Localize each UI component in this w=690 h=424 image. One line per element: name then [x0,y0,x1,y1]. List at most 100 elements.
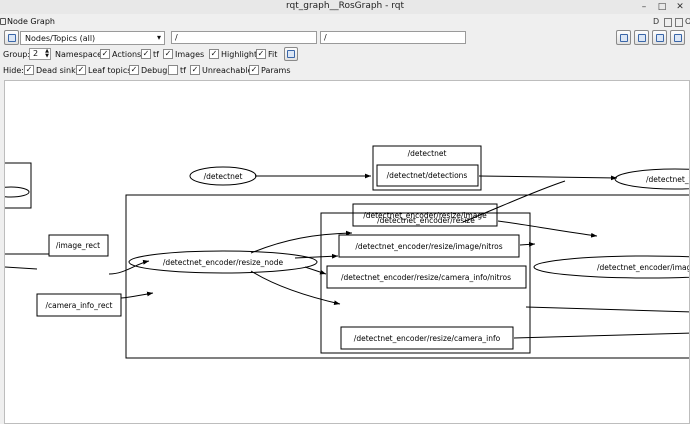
window-title: rqt_graph__RosGraph - rqt [285,1,405,11]
dock-header: Node Graph D O [0,15,690,29]
actions-label: Actions [112,50,142,59]
save-icon [638,34,646,42]
dock-float-icon[interactable] [675,18,683,27]
spin-arrows-icon: ▲▼ [45,48,49,59]
edge-image-to-encoder-image [497,220,598,238]
dead-sinks-checkbox[interactable]: ✓ [24,65,34,75]
namespaces-label: Namespaces [55,50,107,59]
group-value: 2 [33,49,39,58]
options-row: Group: 2 ▲▼ Namespaces ✓ Actions ✓ tf ✓ … [0,47,690,61]
dock-reload-icon[interactable] [664,18,672,27]
minimize-icon[interactable]: – [641,2,647,12]
highlight-checkbox[interactable]: ✓ [209,49,219,59]
node-encoder-image[interactable] [533,255,690,279]
hide-label: Hide: [3,66,24,75]
maximize-icon[interactable]: □ [657,2,667,12]
topic-filter-input[interactable]: / [320,31,466,44]
fit-label: Fit [268,50,278,59]
refresh-button[interactable] [4,30,19,45]
cluster-detectnet-encoder[interactable] [125,194,690,359]
edge-image-to-v [462,180,566,223]
cluster-resize[interactable] [320,212,531,354]
node-left-partial[interactable] [5,186,30,198]
images-checkbox[interactable]: ✓ [163,49,173,59]
tf-group-checkbox[interactable]: ✓ [141,49,151,59]
graph-svg[interactable]: /detectnet /detectnet_encoder/resize /de… [5,81,690,424]
edge-detections-to-v [478,175,618,181]
debug-checkbox[interactable]: ✓ [129,65,139,75]
leaf-topics-checkbox[interactable]: ✓ [76,65,86,75]
edge-image-rect-to-resize-node [108,259,150,275]
graph-canvas[interactable]: /detectnet /detectnet_encoder/resize /de… [4,80,690,424]
node-filter-input[interactable]: / [171,31,317,44]
debug-label: Debug [141,66,168,75]
topic-resize-image-nitros-label: /detectnet_encoder/resize/image/nitros [355,242,502,251]
node-resize-node-label: /detectnet_encoder/resize_node [163,258,284,267]
fit-view-button[interactable] [284,47,298,61]
folder-icon [620,34,628,42]
edge-input-to-camera-info-rect [5,266,38,270]
topic-resize-camera-info-nitros-label: /detectnet_encoder/resize/camera_info/ni… [341,273,511,282]
topic-resize-camera-info[interactable] [340,326,514,350]
cluster-resize-label: /detectnet_encoder/resize [377,216,475,225]
dock-close-button[interactable]: O [685,17,690,26]
close-icon[interactable]: ✕ [676,2,684,12]
edge-resize-node-to-image [250,230,353,254]
group-label: Group: [3,50,31,59]
cluster-detectnet[interactable] [372,145,482,191]
save-as-icon [656,34,664,42]
topic-resize-image-label: /detectnet_encoder/resize/image [363,211,487,220]
unreachable-checkbox[interactable]: ✓ [190,65,200,75]
topic-image-rect[interactable] [48,234,109,257]
topic-camera-info-rect[interactable] [36,293,122,317]
cluster-left-partial [5,162,32,209]
graph-mode-value: Nodes/Topics (all) [25,34,96,43]
cluster-detectnet-label: /detectnet [408,149,447,158]
node-detectnet-v[interactable] [614,168,690,190]
edge-camera-info-rect-to-resize-node [120,291,154,299]
edge-camera-info-right [513,332,689,339]
window-titlebar: rqt_graph__RosGraph - rqt – □ ✕ [0,0,690,14]
node-detectnet-label: /detectnet [204,172,243,181]
node-encoder-image-label: /detectnet_encoder/image_ [597,263,690,272]
hide-tf-label: tf [180,66,186,75]
tf-group-label: tf [153,50,159,59]
dock-help-button[interactable]: D [653,17,660,26]
load-dot-button[interactable] [616,30,631,45]
topic-resize-camera-info-nitros[interactable] [326,265,527,289]
refresh-icon [8,34,16,42]
node-detectnet-v-label: /detectnet_v [646,175,690,184]
leaf-topics-label: Leaf topics [88,66,132,75]
topic-detectnet-detections-label: /detectnet/detections [387,171,468,180]
unreachable-label: Unreachable [202,66,253,75]
save-image-button[interactable] [670,30,685,45]
graph-toolbar: Nodes/Topics (all) ▾ / / [0,30,690,46]
window-icon [0,18,6,25]
dead-sinks-label: Dead sinks [36,66,80,75]
graph-mode-combo[interactable]: Nodes/Topics (all) ▾ [20,31,165,45]
group-spinbox[interactable]: 2 ▲▼ [29,48,51,60]
save-dot-button[interactable] [634,30,649,45]
dock-title: Node Graph [7,17,55,26]
images-label: Images [175,50,205,59]
topic-resize-image[interactable] [352,203,498,227]
image-icon [674,34,682,42]
topic-camera-info-rect-label: /camera_info_rect [45,301,112,310]
topic-resize-image-nitros[interactable] [338,234,520,258]
node-detectnet[interactable] [189,166,257,186]
topic-image-rect-label: /image_rect [56,241,100,250]
node-resize-node[interactable] [128,250,318,274]
edge-camera-info-nitros-right [525,306,689,313]
highlight-label: Highlight [221,50,258,59]
hide-row: Hide: ✓ Dead sinks ✓ Leaf topics ✓ Debug… [0,63,690,77]
edge-resize-node-to-image-nitros [294,253,339,259]
hide-tf-checkbox[interactable] [168,65,178,75]
actions-checkbox[interactable]: ✓ [100,49,110,59]
save-svg-button[interactable] [652,30,667,45]
topic-detectnet-detections[interactable] [376,164,479,187]
edge-image-nitros-to-encoder-image [519,242,536,247]
edge-resize-node-to-camera-info-nitros [304,266,327,275]
params-checkbox[interactable]: ✓ [249,65,259,75]
fit-checkbox[interactable]: ✓ [256,49,266,59]
fit-view-icon [287,50,295,58]
